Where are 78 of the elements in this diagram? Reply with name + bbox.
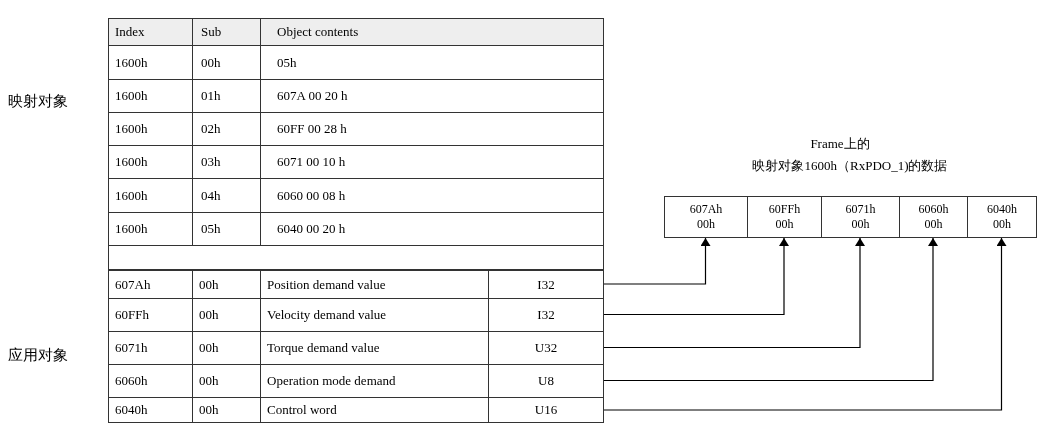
table-row (108, 79, 604, 112)
arrow (603, 237, 711, 285)
frame-text: 00h (697, 217, 715, 232)
table-cell-text: 6071h (115, 339, 148, 358)
table-cell-text: I32 (537, 306, 555, 325)
table-cell-text: Control word (267, 401, 337, 420)
arrow (603, 237, 865, 349)
table-cell-text: 05h (277, 53, 297, 72)
table-cell-text: 00h (199, 372, 219, 391)
frame-text: 6060h (918, 202, 949, 217)
frame-text: 6040h (987, 202, 1017, 217)
frame-text: 607Ah (689, 202, 723, 217)
table-cell-text: 00h (199, 306, 219, 325)
column-header: Sub (201, 23, 222, 42)
table-cell-text: Velocity demand value (267, 306, 387, 325)
side-label: 映射对象 (8, 92, 68, 111)
frame-text: 00h (851, 217, 870, 232)
frame-cell (821, 196, 900, 238)
frame-text: 00h (993, 217, 1011, 232)
table-cell-text: U16 (534, 401, 558, 420)
table-row (108, 112, 604, 145)
table-cell-text: 6040 00 20 h (277, 220, 346, 239)
table-cell-text: U32 (534, 339, 558, 358)
arrow (603, 237, 938, 382)
table-cell-text: 1600h (115, 153, 148, 172)
table-cell-text: 02h (201, 120, 221, 139)
table-row (108, 212, 604, 245)
table-cell-text: 00h (199, 401, 219, 420)
table-cell-text: 1600h (115, 87, 148, 106)
table-cell-text: 6060 00 08 h (277, 186, 346, 205)
table-cell-text: 6060h (115, 372, 148, 391)
table-cell-text: 60FF 00 28 h (277, 120, 347, 139)
table-cell-text: 00h (201, 53, 221, 72)
table-row (108, 331, 604, 364)
table-cell-text: 00h (199, 339, 219, 358)
table-row (108, 45, 604, 79)
table-cell-text: 00h (199, 275, 219, 294)
side-label: 应用对象 (8, 346, 68, 365)
frame-cell (967, 196, 1037, 238)
table-cell-text: 6040h (115, 401, 148, 420)
frame-text: 6071h (845, 202, 876, 217)
table-row (108, 270, 604, 298)
column-header: Index (115, 23, 145, 42)
table-cell-text: 607A 00 20 h (277, 87, 348, 106)
table-cell-text: 04h (201, 186, 221, 205)
table-row (108, 364, 604, 397)
frame-text: 60FFh (768, 202, 801, 217)
frame-cell (899, 196, 968, 238)
table-row (108, 298, 604, 331)
frame-text: 00h (924, 217, 943, 232)
table-cell-text: Torque demand value (267, 339, 380, 358)
table-cell-text: 05h (201, 220, 221, 239)
table-row (108, 178, 604, 212)
table-header-row (108, 18, 604, 45)
table-cell-text: 1600h (115, 186, 148, 205)
table-cell-text: 1600h (115, 120, 148, 139)
frame-text: 00h (775, 217, 794, 232)
table-cell-text: 1600h (115, 53, 148, 72)
table-cell-text: Operation mode demand (267, 372, 396, 391)
table-cell-text: U8 (538, 372, 554, 391)
table-cell-text: 6071 00 10 h (277, 153, 346, 172)
frame-cell (664, 196, 748, 238)
table-cell-text: I32 (537, 275, 555, 294)
table-cell-text: 01h (201, 87, 221, 106)
frame-title: Frame上的 (809, 135, 871, 153)
arrow (603, 237, 789, 316)
arrow (603, 237, 1007, 411)
table-row (108, 145, 604, 178)
blank-table-row (108, 245, 604, 270)
table-cell-text: Position demand value (267, 275, 386, 294)
table-cell-text: 60FFh (115, 306, 149, 325)
table-cell-text: 1600h (115, 220, 148, 239)
column-header: Object contents (277, 23, 359, 42)
table-row (108, 397, 604, 423)
frame-title: 映射对象1600h（RxPDO_1)的数据 (751, 157, 949, 175)
table-cell-text: 03h (201, 153, 221, 172)
table-cell-text: 607Ah (115, 275, 151, 294)
frame-cell (747, 196, 822, 238)
